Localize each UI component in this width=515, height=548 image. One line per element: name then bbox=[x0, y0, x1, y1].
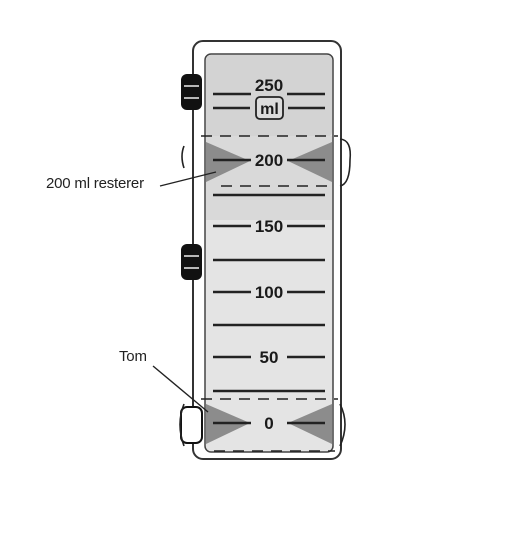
scale-mark-150: 150 bbox=[255, 217, 283, 236]
callout-empty: Tom bbox=[119, 348, 147, 365]
scale-mark-200: 200 bbox=[255, 151, 283, 170]
upper-clip bbox=[181, 74, 202, 110]
graduation-lines bbox=[213, 92, 325, 425]
bracket-0 bbox=[179, 398, 346, 452]
unit-box bbox=[255, 96, 284, 120]
middle-clip bbox=[181, 244, 202, 280]
scale-mark-50: 50 bbox=[260, 348, 279, 367]
scale-mark-250: 250 bbox=[255, 76, 283, 95]
barrel-upper-shade bbox=[206, 136, 332, 220]
pointer-200-right bbox=[288, 142, 332, 182]
scale-mark-0: 0 bbox=[264, 414, 273, 433]
bracket-200 bbox=[181, 135, 352, 187]
scale-mark-100: 100 bbox=[255, 283, 283, 302]
leader-line-remaining bbox=[159, 171, 217, 187]
leader-line-empty bbox=[152, 365, 209, 413]
lower-clip bbox=[180, 406, 203, 444]
callout-remaining: 200 ml resterer bbox=[46, 175, 144, 192]
unit-label: ml bbox=[260, 101, 279, 118]
barrel-top-shade bbox=[206, 55, 332, 137]
pointer-200-left bbox=[206, 142, 250, 182]
